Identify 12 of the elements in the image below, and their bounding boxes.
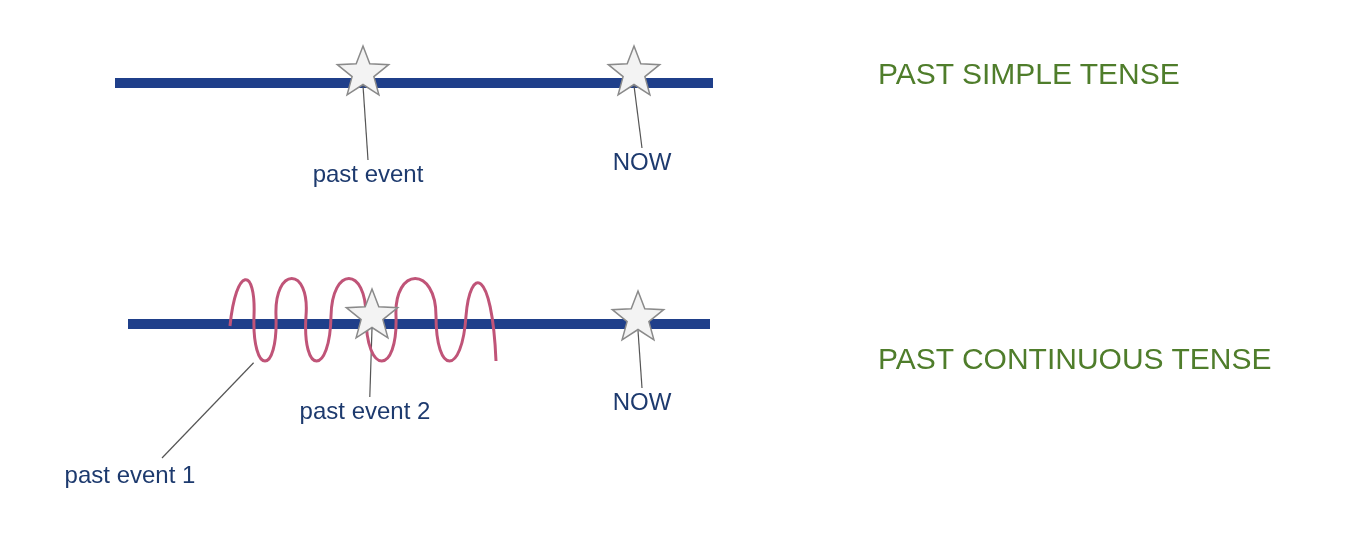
event-label: past event (312, 160, 424, 187)
leader-line (161, 362, 255, 459)
tense-title: PAST CONTINUOUS TENSE (878, 342, 1272, 376)
event-label: past event 1 (64, 461, 196, 488)
leader-line (633, 84, 643, 149)
event-label: NOW (612, 388, 672, 415)
event-label: past event 2 (299, 397, 431, 424)
leader-line (362, 84, 369, 161)
leader-line (637, 329, 643, 389)
event-label: NOW (612, 148, 672, 175)
leader-line (369, 327, 373, 398)
tense-title: PAST SIMPLE TENSE (878, 57, 1180, 91)
